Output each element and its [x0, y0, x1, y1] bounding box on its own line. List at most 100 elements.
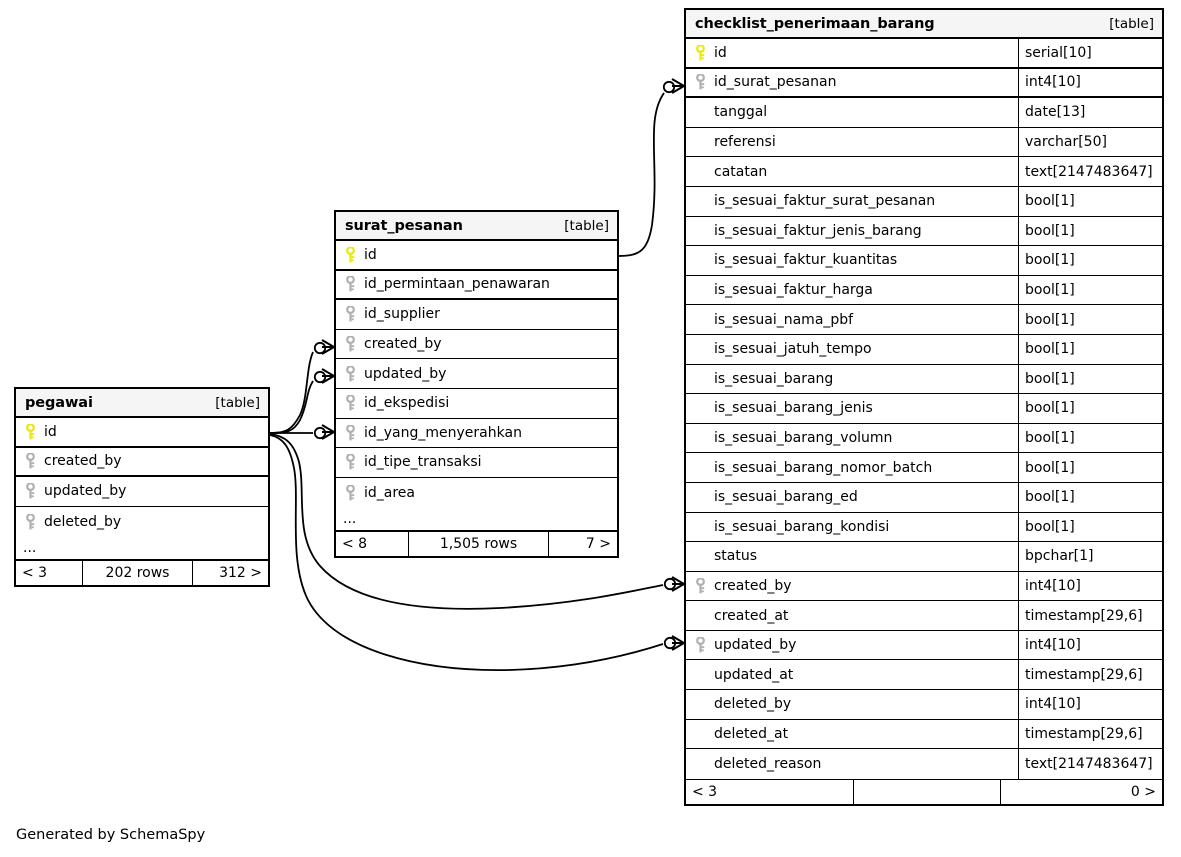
footer-rowcount: 202 rows	[82, 561, 192, 586]
column-row[interactable]: id	[336, 241, 617, 271]
column-row[interactable]: updated_at timestamp[29,6]	[686, 660, 1162, 691]
column-row[interactable]: is_sesuai_nama_pbf bool[1]	[686, 305, 1162, 335]
foreign-key-icon	[346, 454, 355, 470]
column-row[interactable]: referensi varchar[50]	[686, 127, 1162, 158]
column-name: id	[44, 423, 57, 440]
column-row[interactable]: is_sesuai_faktur_harga bool[1]	[686, 275, 1162, 306]
column-type-cell: text[2147483647]	[1018, 749, 1162, 779]
column-row[interactable]: id_yang_menyerahkan	[336, 419, 617, 449]
diagram-caption: Generated by SchemaSpy	[16, 827, 206, 843]
column-name-cell: is_sesuai_jatuh_tempo	[686, 335, 1018, 364]
column-type: bool[1]	[1025, 282, 1075, 299]
column-name: is_sesuai_barang_jenis	[714, 400, 873, 417]
key-icon-placeholder	[694, 460, 707, 476]
column-name-cell: id_surat_pesanan	[686, 69, 1018, 97]
column-name-cell: is_sesuai_faktur_harga	[686, 276, 1018, 305]
column-row[interactable]: id_ekspedisi	[336, 389, 617, 419]
column-name-cell: tanggal	[686, 98, 1018, 127]
key-icon-placeholder	[694, 696, 707, 712]
key-icon-placeholder	[694, 756, 707, 772]
column-row[interactable]: id_area	[336, 478, 617, 508]
column-name: tanggal	[714, 104, 768, 121]
foreign-key-icon	[26, 513, 35, 529]
column-type-cell: int4[10]	[1018, 68, 1162, 97]
column-row[interactable]: id_permintaan_penawaran	[336, 271, 617, 301]
key-icon-placeholder	[694, 223, 707, 239]
column-type: bool[1]	[1025, 193, 1075, 210]
footer-rowcount: 1,505 rows	[408, 532, 548, 557]
footer-next[interactable]: 312 >	[192, 561, 268, 586]
footer-prev[interactable]: < 3	[692, 783, 718, 800]
column-type: bool[1]	[1025, 252, 1075, 269]
column-name-cell: updated_by	[336, 359, 617, 388]
column-row[interactable]: catatan text[2147483647]	[686, 157, 1162, 187]
table-kind-label: [table]	[564, 217, 609, 234]
more-columns-label: ...	[343, 510, 357, 527]
column-name: referensi	[714, 134, 776, 151]
footer-next[interactable]: 7 >	[548, 532, 617, 557]
key-icon-placeholder	[694, 519, 707, 535]
footer-prev[interactable]: < 3	[22, 565, 48, 582]
column-name: is_sesuai_barang_kondisi	[714, 518, 890, 535]
footer-next[interactable]: 0 >	[1000, 779, 1162, 804]
column-name-cell: is_sesuai_barang	[686, 365, 1018, 394]
column-name: is_sesuai_barang_volumn	[714, 430, 893, 447]
column-type: int4[10]	[1025, 577, 1081, 594]
column-type-cell: timestamp[29,6]	[1018, 660, 1162, 690]
key-icon-placeholder	[694, 134, 707, 150]
column-name: updated_at	[714, 666, 794, 683]
column-type-cell: varchar[50]	[1018, 127, 1162, 157]
column-name: deleted_at	[714, 725, 789, 742]
footer-prev[interactable]: < 8	[342, 536, 368, 553]
key-icon-placeholder	[694, 193, 707, 209]
column-name-cell: deleted_at	[686, 720, 1018, 749]
column-row[interactable]: updated_by	[16, 477, 268, 507]
column-name-cell: id	[686, 39, 1018, 67]
key-icon-placeholder	[694, 252, 707, 268]
column-name: catatan	[714, 163, 768, 180]
column-row[interactable]: updated_by	[336, 359, 617, 389]
column-row[interactable]: id_tipe_transaksi	[336, 448, 617, 478]
column-type-cell: text[2147483647]	[1018, 157, 1162, 186]
column-row[interactable]: created_by	[336, 330, 617, 360]
column-name: is_sesuai_nama_pbf	[714, 311, 854, 328]
column-name-cell: updated_by	[16, 477, 268, 506]
column-name: is_sesuai_barang_ed	[714, 489, 858, 506]
column-row[interactable]: id	[16, 418, 268, 448]
column-row[interactable]: created_by	[16, 448, 268, 478]
column-name: id_ekspedisi	[364, 395, 450, 412]
column-name-cell: deleted_by	[686, 690, 1018, 719]
key-icon-placeholder	[694, 164, 707, 180]
column-type: int4[10]	[1025, 637, 1081, 654]
column-row[interactable]: id_supplier	[336, 300, 617, 330]
key-icon-placeholder	[694, 341, 707, 357]
column-type-cell: bool[1]	[1018, 305, 1162, 334]
column-row[interactable]: deleted_by	[16, 507, 268, 537]
column-type: timestamp[29,6]	[1025, 607, 1143, 624]
